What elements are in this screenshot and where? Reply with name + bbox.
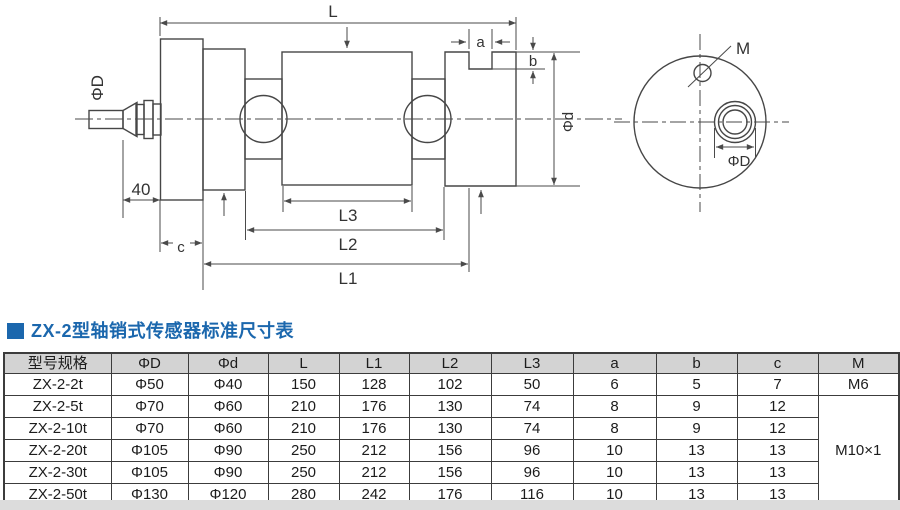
cell: 13 bbox=[655, 461, 738, 484]
model-cell: ZX-2-5t bbox=[3, 395, 112, 418]
cell: Φ90 bbox=[187, 461, 269, 484]
model-cell: ZX-2-2t bbox=[3, 373, 112, 396]
dim-label-b: b bbox=[529, 53, 537, 70]
cell: 212 bbox=[338, 461, 410, 484]
header-cell: 型号规格 bbox=[3, 352, 112, 374]
cell: 210 bbox=[267, 417, 340, 440]
section-title: ZX-2型轴销式传感器标准尺寸表 bbox=[7, 320, 294, 342]
cell: 13 bbox=[736, 439, 819, 462]
model-cell: ZX-2-10t bbox=[3, 417, 112, 440]
cell: 250 bbox=[267, 439, 340, 462]
cell: 6 bbox=[572, 373, 657, 396]
model-cell: ZX-2-30t bbox=[3, 461, 112, 484]
cell: Φ105 bbox=[110, 439, 189, 462]
cell: Φ60 bbox=[187, 417, 269, 440]
header-cell: ΦD bbox=[110, 352, 189, 374]
header-cell: L3 bbox=[490, 352, 574, 374]
model-cell: ZX-2-20t bbox=[3, 439, 112, 462]
cell: 74 bbox=[490, 395, 574, 418]
cell: 210 bbox=[267, 395, 340, 418]
header-cell: L2 bbox=[408, 352, 492, 374]
cell: 212 bbox=[338, 439, 410, 462]
dim-label-40: 40 bbox=[132, 180, 151, 199]
cell: 8 bbox=[572, 395, 657, 418]
cell: 13 bbox=[655, 439, 738, 462]
dim-label-L1: L1 bbox=[339, 269, 358, 288]
table-row: ZX-2-2t Φ50 Φ40 150 128 102 50 6 5 7 M6 bbox=[3, 373, 900, 396]
cell: 130 bbox=[408, 417, 492, 440]
cell: 12 bbox=[736, 417, 819, 440]
section-title-text: ZX-2型轴销式传感器标准尺寸表 bbox=[31, 321, 295, 341]
header-cell: L1 bbox=[338, 352, 410, 374]
table-row: ZX-2-5t Φ70 Φ60 210 176 130 74 8 9 12 M1… bbox=[3, 395, 900, 507]
dim-label-phi-D-end: ΦD bbox=[728, 153, 751, 170]
cell: Φ50 bbox=[110, 373, 189, 396]
cell: 10 bbox=[572, 439, 657, 462]
cell: 102 bbox=[408, 373, 492, 396]
blue-square-icon bbox=[7, 323, 24, 339]
dim-label-a: a bbox=[476, 34, 485, 51]
cell: 10 bbox=[572, 461, 657, 484]
dim-label-L: L bbox=[328, 2, 337, 21]
table-row: ZX-2-30t Φ105 Φ90 250 212 156 96 10 13 1… bbox=[3, 461, 899, 484]
cell: 12 bbox=[736, 395, 819, 418]
header-cell: c bbox=[736, 352, 819, 374]
table-header-row: 型号规格 ΦD Φd L L1 L2 L3 a b c M bbox=[3, 352, 900, 374]
cell: 13 bbox=[736, 461, 819, 484]
header-cell: L bbox=[267, 352, 340, 374]
dim-label-M: M bbox=[736, 39, 750, 58]
page-bottom-strip bbox=[0, 500, 900, 510]
header-cell: M bbox=[817, 352, 900, 374]
cell: 7 bbox=[736, 373, 819, 396]
cell: Φ90 bbox=[187, 439, 269, 462]
cell: 9 bbox=[655, 395, 738, 418]
cell: 176 bbox=[338, 417, 410, 440]
dimension-lines bbox=[122, 17, 580, 290]
cell: 150 bbox=[267, 373, 340, 396]
table-row: ZX-2-10t Φ70 Φ60 210 176 130 74 8 9 12 bbox=[3, 417, 899, 440]
cell: Φ70 bbox=[110, 417, 189, 440]
table-row: ZX-2-20t Φ105 Φ90 250 212 156 96 10 13 1… bbox=[3, 439, 899, 462]
cell: 128 bbox=[338, 373, 410, 396]
header-cell: Φd bbox=[187, 352, 269, 374]
cell: 250 bbox=[267, 461, 340, 484]
cell: 74 bbox=[490, 417, 574, 440]
cell: 156 bbox=[408, 461, 492, 484]
dim-label-L3: L3 bbox=[339, 206, 358, 225]
cell: 50 bbox=[490, 373, 574, 396]
cell: 5 bbox=[655, 373, 738, 396]
dim-label-L2: L2 bbox=[339, 235, 358, 254]
cell: 8 bbox=[572, 417, 657, 440]
cell: 156 bbox=[408, 439, 492, 462]
end-view-centerlines bbox=[614, 34, 789, 212]
cell: Φ40 bbox=[187, 373, 269, 396]
cell: Φ105 bbox=[110, 461, 189, 484]
cell: 96 bbox=[490, 461, 574, 484]
dim-label-phi-D-cable: ΦD bbox=[88, 75, 107, 101]
dimension-table: 型号规格 ΦD Φd L L1 L2 L3 a b c M ZX-2-2t Φ5… bbox=[3, 352, 900, 507]
cell: 9 bbox=[655, 417, 738, 440]
m-cell: M6 bbox=[817, 373, 900, 396]
m-merged-cell: M10×1 bbox=[817, 395, 900, 507]
technical-drawing: L 40 L3 L2 L1 M ΦD a b c Φd ΦD bbox=[75, 2, 789, 290]
header-cell: b bbox=[655, 352, 738, 374]
cell: 130 bbox=[408, 395, 492, 418]
cell: Φ70 bbox=[110, 395, 189, 418]
dim-label-c: c bbox=[177, 239, 185, 256]
cell: Φ60 bbox=[187, 395, 269, 418]
cell: 96 bbox=[490, 439, 574, 462]
cell: 176 bbox=[338, 395, 410, 418]
header-cell: a bbox=[572, 352, 657, 374]
dim-label-phi-d: Φd bbox=[560, 112, 577, 132]
